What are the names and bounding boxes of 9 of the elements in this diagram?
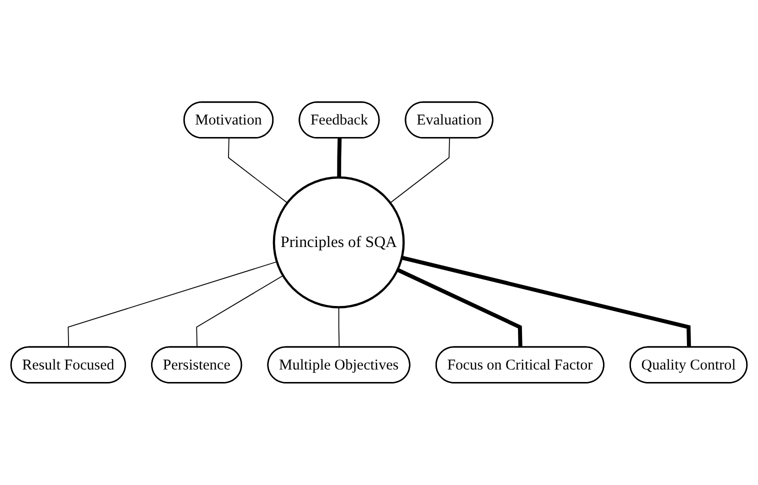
node-circle: Principles of SQA [272,176,405,308]
connector [401,256,691,348]
connector [228,138,288,204]
connector [338,306,340,348]
connector [390,138,450,204]
connector [68,261,278,348]
connector [196,275,284,348]
connector [396,268,522,348]
connector [337,138,342,178]
